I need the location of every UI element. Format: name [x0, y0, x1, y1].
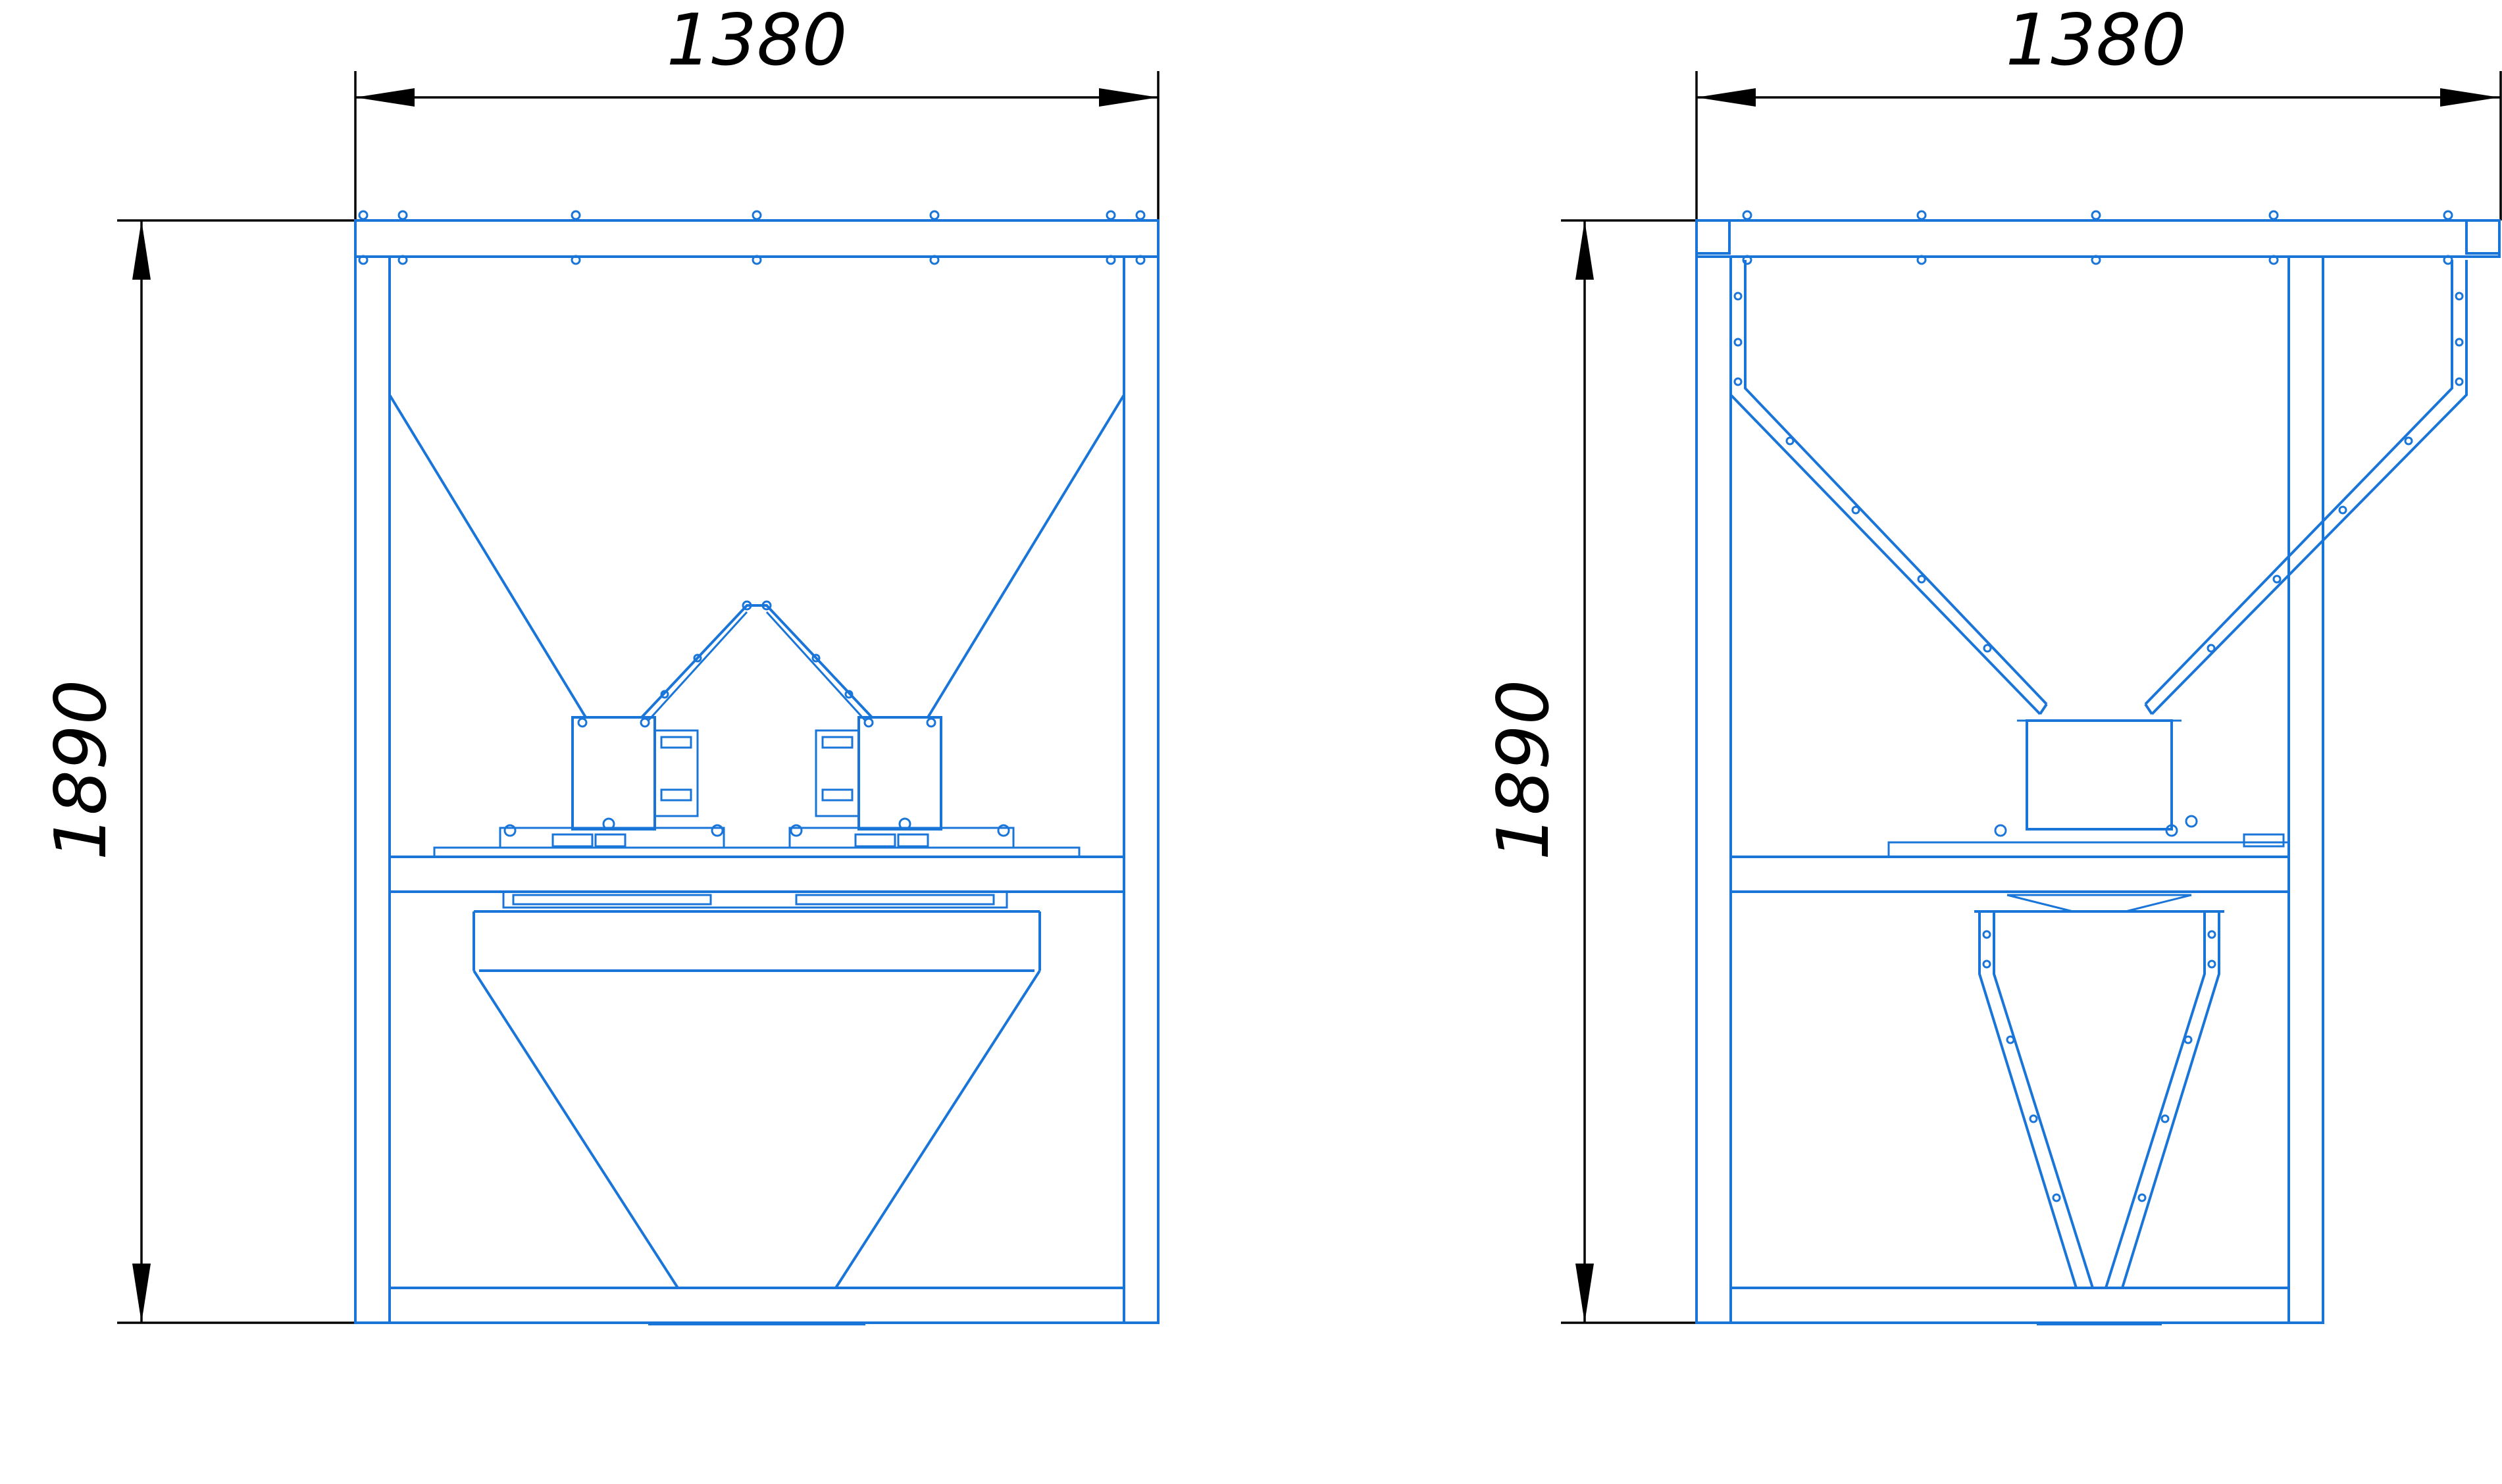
front-lower-hopper — [472, 890, 1041, 1289]
front-width-dimension: 1380 — [354, 0, 1160, 220]
front-width-label: 1380 — [667, 0, 848, 82]
side-width-label: 1380 — [2006, 0, 2187, 82]
front-frame — [354, 210, 1160, 1325]
front-height-dimension: 1890 — [40, 219, 355, 1324]
side-upper-hopper — [1729, 260, 2468, 858]
front-upper-hopper — [388, 260, 1125, 722]
front-height-label: 1890 — [40, 680, 122, 861]
front-dosing-boxes — [433, 716, 1081, 858]
side-lower-hopper — [1974, 894, 2224, 1289]
side-height-label: 1890 — [1483, 680, 1565, 861]
side-frame — [1695, 210, 2501, 1325]
side-height-dimension: 1890 — [1483, 219, 1697, 1324]
side-view: 1380 1890 — [1483, 0, 2502, 1325]
front-view: 1380 1890 — [40, 0, 1160, 1325]
side-width-dimension: 1380 — [1695, 0, 2502, 220]
